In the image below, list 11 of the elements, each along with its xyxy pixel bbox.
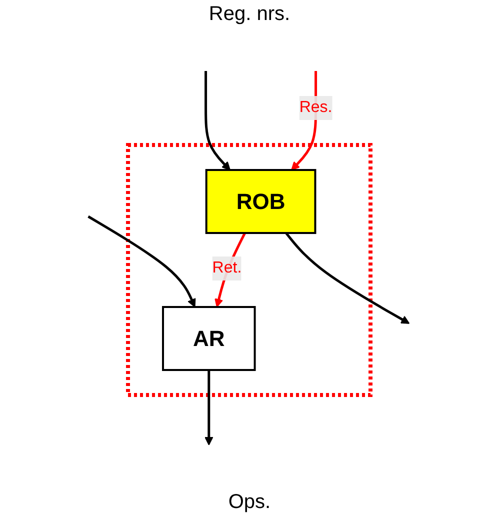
flow-label: Ops. — [228, 491, 271, 513]
node-box: AR — [162, 306, 256, 371]
arrow — [285, 232, 410, 324]
arrow — [204, 370, 214, 446]
arrow — [88, 215, 196, 308]
cluster — [126, 143, 373, 397]
node-box: ROB — [206, 169, 316, 234]
arrow — [204, 71, 231, 170]
edge-label: Ret. — [212, 260, 242, 277]
edge-label: Res. — [300, 99, 332, 116]
flow-label: Reg. nrs. — [208, 3, 290, 25]
